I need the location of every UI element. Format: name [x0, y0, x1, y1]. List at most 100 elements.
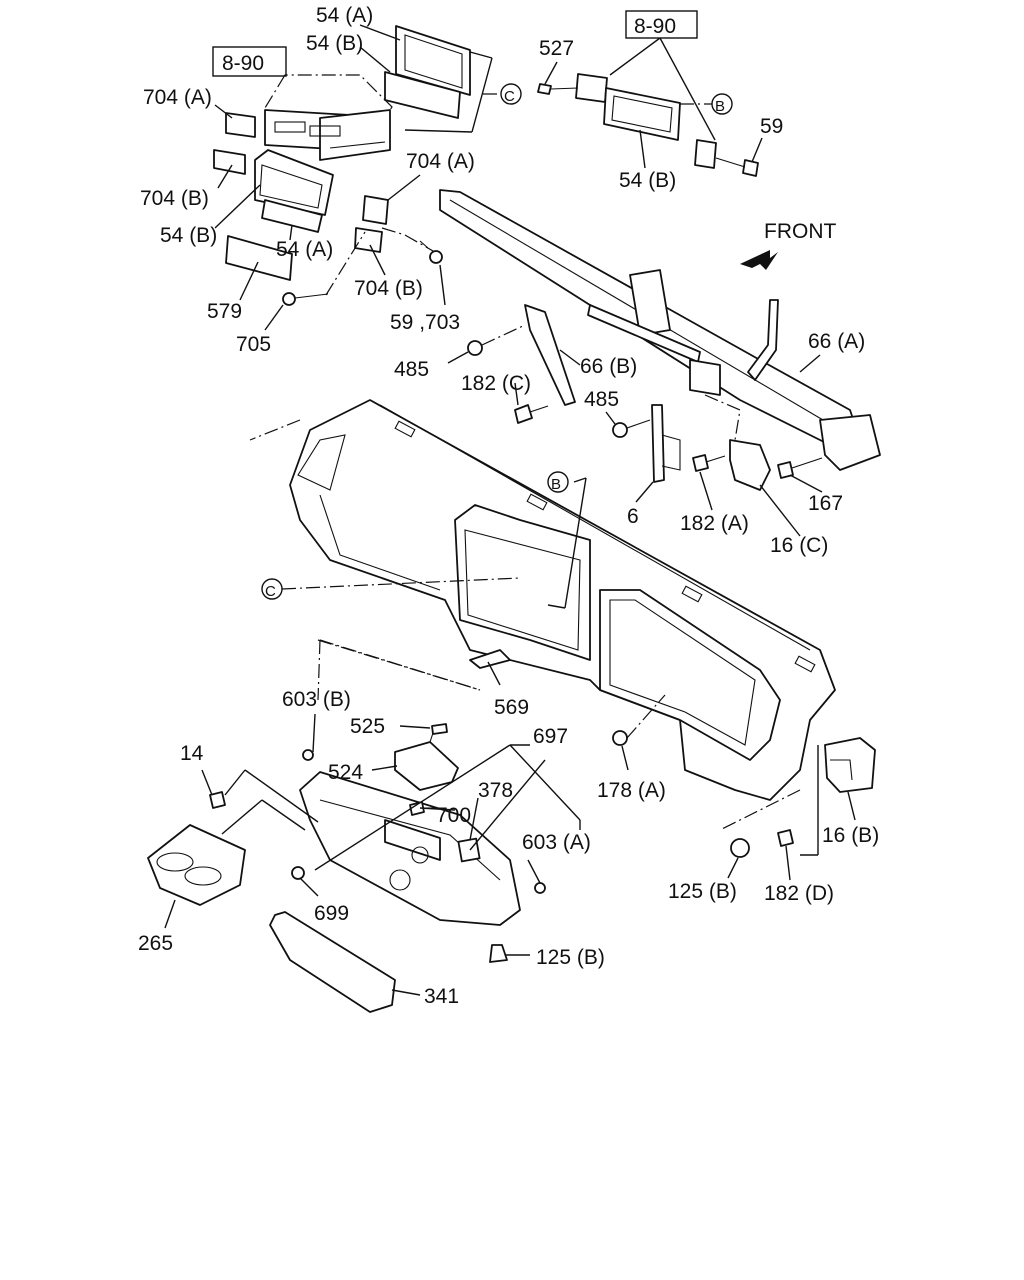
front-arrow-icon — [740, 250, 778, 270]
bracket-704b-mid — [354, 227, 383, 253]
lower-panel-group — [147, 639, 581, 1013]
beam-strut-right — [747, 299, 779, 381]
label-182a: 182 (A) — [680, 512, 749, 535]
cover-524 — [394, 741, 459, 791]
bracket-704a-mid — [362, 195, 389, 225]
label-524: 524 — [328, 761, 363, 784]
dash-cluster-opening — [599, 589, 781, 761]
label-341: 341 — [424, 985, 459, 1008]
label-14: 14 — [180, 742, 204, 765]
circle-b-letter-dash: B — [551, 476, 561, 493]
label-66a: 66 (A) — [808, 330, 865, 353]
ref-label-right: 8-90 — [634, 15, 676, 38]
label-603a: 603 (A) — [522, 831, 591, 854]
label-182d: 182 (D) — [764, 882, 834, 905]
bracket-704b-left — [213, 149, 246, 175]
labels-group: FRONT 54 (A) 54 (B) 704 (A) 704 (B) 54 (… — [138, 4, 879, 1008]
bracket-569 — [469, 649, 511, 669]
ref-box-left — [212, 46, 287, 77]
pocket-54b-top — [384, 71, 461, 119]
right-pocket-group: 8-90 B — [537, 10, 778, 270]
label-59-703: 59 ,703 — [390, 311, 460, 334]
pocket-54a-top — [395, 25, 471, 96]
label-527: 527 — [539, 37, 574, 60]
bracket-704a-left — [225, 112, 256, 138]
label-125b-right: 125 (B) — [668, 880, 737, 903]
screw-14 — [209, 791, 226, 809]
audio-unit-group: 8-90 C — [212, 24, 522, 331]
label-178a: 178 (A) — [597, 779, 666, 802]
label-525: 525 — [350, 715, 385, 738]
cross-member-group — [439, 189, 881, 537]
label-265: 265 — [138, 932, 173, 955]
bolt-182d — [777, 829, 794, 847]
circle-b-callout-dash — [547, 471, 569, 493]
panel-579 — [225, 235, 293, 281]
screw-705 — [282, 292, 296, 306]
clip-699 — [291, 866, 305, 880]
bolt-182c — [514, 404, 533, 424]
label-704b-mid: 704 (B) — [354, 277, 423, 300]
label-125b-bottom: 125 (B) — [536, 946, 605, 969]
circle-b-callout-top — [711, 93, 733, 115]
screw-59-right — [742, 159, 759, 177]
circle-b-letter-top: B — [715, 98, 725, 115]
circle-c-callout-dash — [261, 578, 283, 600]
label-699: 699 — [314, 902, 349, 925]
label-54b-right: 54 (B) — [619, 169, 676, 192]
screw-527 — [537, 83, 552, 95]
screw-59-703 — [429, 250, 443, 264]
beam-end-bracket — [819, 414, 881, 471]
bolt-182a — [692, 454, 709, 472]
ref-label-left: 8-90 — [222, 52, 264, 75]
beam-bracket-right — [689, 359, 721, 396]
nut-485-left — [467, 340, 483, 356]
nut-178a — [612, 730, 628, 746]
pocket-54a-mid — [261, 199, 323, 233]
clip-603a — [534, 882, 546, 894]
clip-603b — [302, 749, 314, 761]
label-66b: 66 (B) — [580, 355, 637, 378]
cup-holder-265 — [147, 824, 246, 906]
label-54a-mid: 54 (A) — [276, 238, 333, 261]
nut-485-right — [612, 422, 628, 438]
label-704a-left: 704 (A) — [143, 86, 212, 109]
label-6: 6 — [627, 505, 639, 528]
label-705: 705 — [236, 333, 271, 356]
label-579: 579 — [207, 300, 242, 323]
pocket-54b-right — [603, 87, 681, 141]
front-label: FRONT — [764, 220, 836, 243]
tray-341 — [269, 911, 396, 1013]
bracket-right-upper — [575, 73, 608, 103]
label-485-right: 485 — [584, 388, 619, 411]
brace-66b — [524, 304, 576, 406]
bracket-16c — [729, 439, 771, 491]
label-167: 167 — [808, 492, 843, 515]
dashboard-group: B C — [249, 399, 876, 881]
label-378: 378 — [478, 779, 513, 802]
circle-c-callout-top — [500, 83, 522, 105]
label-182c: 182 (C) — [461, 372, 531, 395]
label-54b-top: 54 (B) — [306, 32, 363, 55]
label-16b: 16 (B) — [822, 824, 879, 847]
label-697: 697 — [533, 725, 568, 748]
label-54a-top: 54 (A) — [316, 4, 373, 27]
circle-c-letter-top: C — [504, 88, 515, 105]
radio-unit-body — [319, 109, 391, 161]
clip-125b-bottom — [489, 944, 508, 963]
label-700: 700 — [436, 804, 471, 827]
ref-box-right — [625, 10, 698, 39]
label-569: 569 — [494, 696, 529, 719]
screw-525 — [431, 723, 448, 735]
screw-167 — [777, 461, 794, 479]
screw-700 — [409, 801, 425, 816]
label-704a-mid: 704 (A) — [406, 150, 475, 173]
label-16c: 16 (C) — [770, 534, 828, 557]
bracket-6 — [651, 404, 665, 483]
bracket-right-lower — [694, 139, 717, 169]
label-59: 59 — [760, 115, 783, 138]
clip-125b-right — [730, 838, 750, 858]
label-485-left: 485 — [394, 358, 429, 381]
label-54b-mid: 54 (B) — [160, 224, 217, 247]
